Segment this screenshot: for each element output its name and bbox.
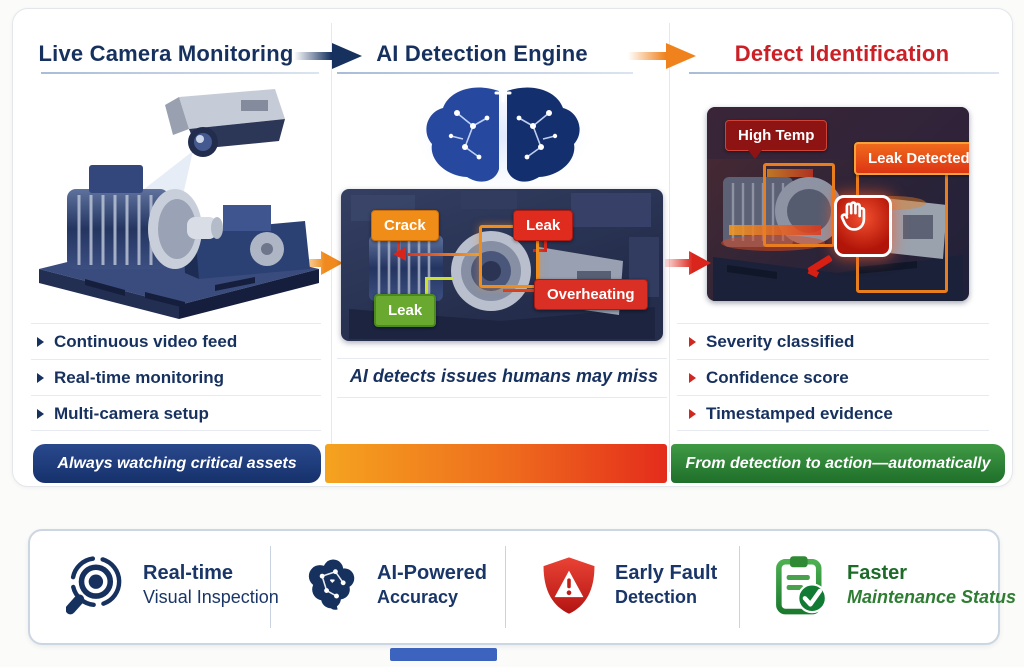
defect-label-leak-secondary: Leak bbox=[374, 294, 437, 327]
bullet-label: Real-time monitoring bbox=[54, 368, 225, 387]
bullet-arrow-icon bbox=[37, 373, 44, 383]
feature-early-fault-detection: Early Fault Detection bbox=[538, 531, 734, 639]
bullet-label: Timestamped evidence bbox=[706, 404, 893, 423]
ai-brain-illustration bbox=[417, 83, 589, 189]
connector-line bbox=[533, 249, 547, 252]
list-item: Real-time monitoring bbox=[37, 361, 224, 395]
bullet-divider bbox=[677, 323, 989, 324]
feature-title: AI-Powered bbox=[377, 562, 488, 585]
feature-realtime-inspection: Real-time Visual Inspection bbox=[66, 531, 279, 639]
bullet-label: Severity classified bbox=[706, 332, 855, 351]
footer-banner-monitoring: Always watching critical assets bbox=[33, 444, 321, 483]
feature-subtitle: Visual Inspection bbox=[143, 587, 279, 608]
magnifier-lens-icon bbox=[66, 556, 122, 615]
feature-subtitle: Maintenance Status bbox=[847, 587, 1017, 608]
column-divider bbox=[669, 23, 670, 472]
feature-divider bbox=[270, 546, 271, 628]
hot-surface-alert-icon bbox=[834, 195, 892, 257]
clipboard-check-icon bbox=[776, 556, 828, 615]
bullet-divider bbox=[31, 395, 321, 396]
footer-banner-gradient bbox=[325, 444, 667, 483]
bottom-accent-bar bbox=[390, 648, 497, 661]
defect-label-leak-detected: Leak Detected bbox=[854, 142, 969, 175]
bullet-label: Continuous video feed bbox=[54, 332, 238, 351]
cctv-camera-icon bbox=[165, 89, 285, 157]
header-underline bbox=[689, 72, 999, 74]
feature-title: Early Fault bbox=[615, 562, 718, 585]
camera-monitoring-illustration bbox=[39, 89, 319, 319]
header-live-camera-monitoring: Live Camera Monitoring bbox=[38, 41, 294, 66]
defect-bounding-box bbox=[763, 163, 835, 247]
header-ai-detection-engine: AI Detection Engine bbox=[376, 41, 588, 66]
bullet-divider bbox=[31, 323, 321, 324]
defect-bounding-box bbox=[479, 225, 539, 288]
feature-ai-accuracy: AI-Powered Accuracy bbox=[300, 531, 500, 639]
process-panel: Live Camera Monitoring AI Detection Engi… bbox=[12, 8, 1013, 487]
bullet-divider bbox=[31, 430, 321, 431]
bullet-label: Multi-camera setup bbox=[54, 404, 209, 423]
header-underline bbox=[41, 72, 319, 74]
brain-icon bbox=[308, 559, 355, 610]
flow-arrow-navy-icon bbox=[294, 43, 362, 69]
defect-label-overheating: Overheating bbox=[534, 279, 648, 310]
defect-label-crack: Crack bbox=[371, 210, 439, 241]
connector-line bbox=[425, 277, 453, 280]
feature-strip-panel: Real-time Visual Inspection bbox=[28, 529, 1016, 645]
defect-label-leak: Leak bbox=[513, 210, 574, 241]
feature-subtitle: Accuracy bbox=[377, 587, 459, 608]
bullet-arrow-icon bbox=[689, 373, 696, 383]
feature-divider bbox=[739, 546, 740, 628]
connector-line bbox=[407, 253, 479, 256]
flow-arrow-red-mid-icon bbox=[665, 251, 711, 275]
feature-divider bbox=[505, 546, 506, 628]
header-defect-identification: Defect Identification bbox=[734, 41, 950, 66]
connector-line bbox=[503, 289, 535, 292]
flow-arrow-orange-mid-icon bbox=[297, 251, 343, 275]
connector-line bbox=[544, 239, 547, 251]
detection-image-panel: Crack Leak Overheating Leak bbox=[341, 189, 663, 341]
feature-title: Real-time bbox=[143, 562, 234, 585]
connector-arrowhead-icon bbox=[393, 247, 406, 261]
feature-faster-maintenance: Faster Maintenance Status bbox=[770, 531, 1016, 639]
bullet-arrow-icon bbox=[37, 409, 44, 419]
feature-title: Faster bbox=[847, 562, 908, 585]
footer-banner-action: From detection to action—automatically bbox=[671, 444, 1005, 483]
list-item: Severity classified bbox=[689, 325, 854, 359]
ai-caption: AI detects issues humans may miss bbox=[349, 366, 659, 386]
identification-image-panel: High Temp Leak Detected bbox=[707, 107, 969, 301]
shield-warning-icon bbox=[543, 557, 595, 614]
list-item: Timestamped evidence bbox=[689, 397, 893, 431]
connector-line bbox=[397, 239, 400, 253]
header-underline bbox=[337, 72, 633, 74]
defect-label-high-temp: High Temp bbox=[725, 120, 828, 159]
bullet-divider bbox=[677, 359, 989, 360]
bullet-arrow-icon bbox=[689, 337, 696, 347]
connector-line bbox=[425, 277, 428, 295]
bullet-label: Confidence score bbox=[706, 368, 849, 387]
caption-divider bbox=[337, 358, 667, 359]
column-divider bbox=[331, 23, 332, 472]
list-item: Continuous video feed bbox=[37, 325, 237, 359]
bullet-arrow-icon bbox=[689, 409, 696, 419]
bullet-divider bbox=[31, 359, 321, 360]
feature-subtitle: Detection bbox=[615, 587, 698, 608]
flow-arrow-orange-icon bbox=[628, 43, 696, 69]
bullet-divider bbox=[677, 430, 989, 431]
bullet-divider bbox=[677, 395, 989, 396]
list-item: Confidence score bbox=[689, 361, 849, 395]
list-item: Multi-camera setup bbox=[37, 397, 209, 431]
caption-divider bbox=[337, 397, 667, 398]
bullet-arrow-icon bbox=[37, 337, 44, 347]
